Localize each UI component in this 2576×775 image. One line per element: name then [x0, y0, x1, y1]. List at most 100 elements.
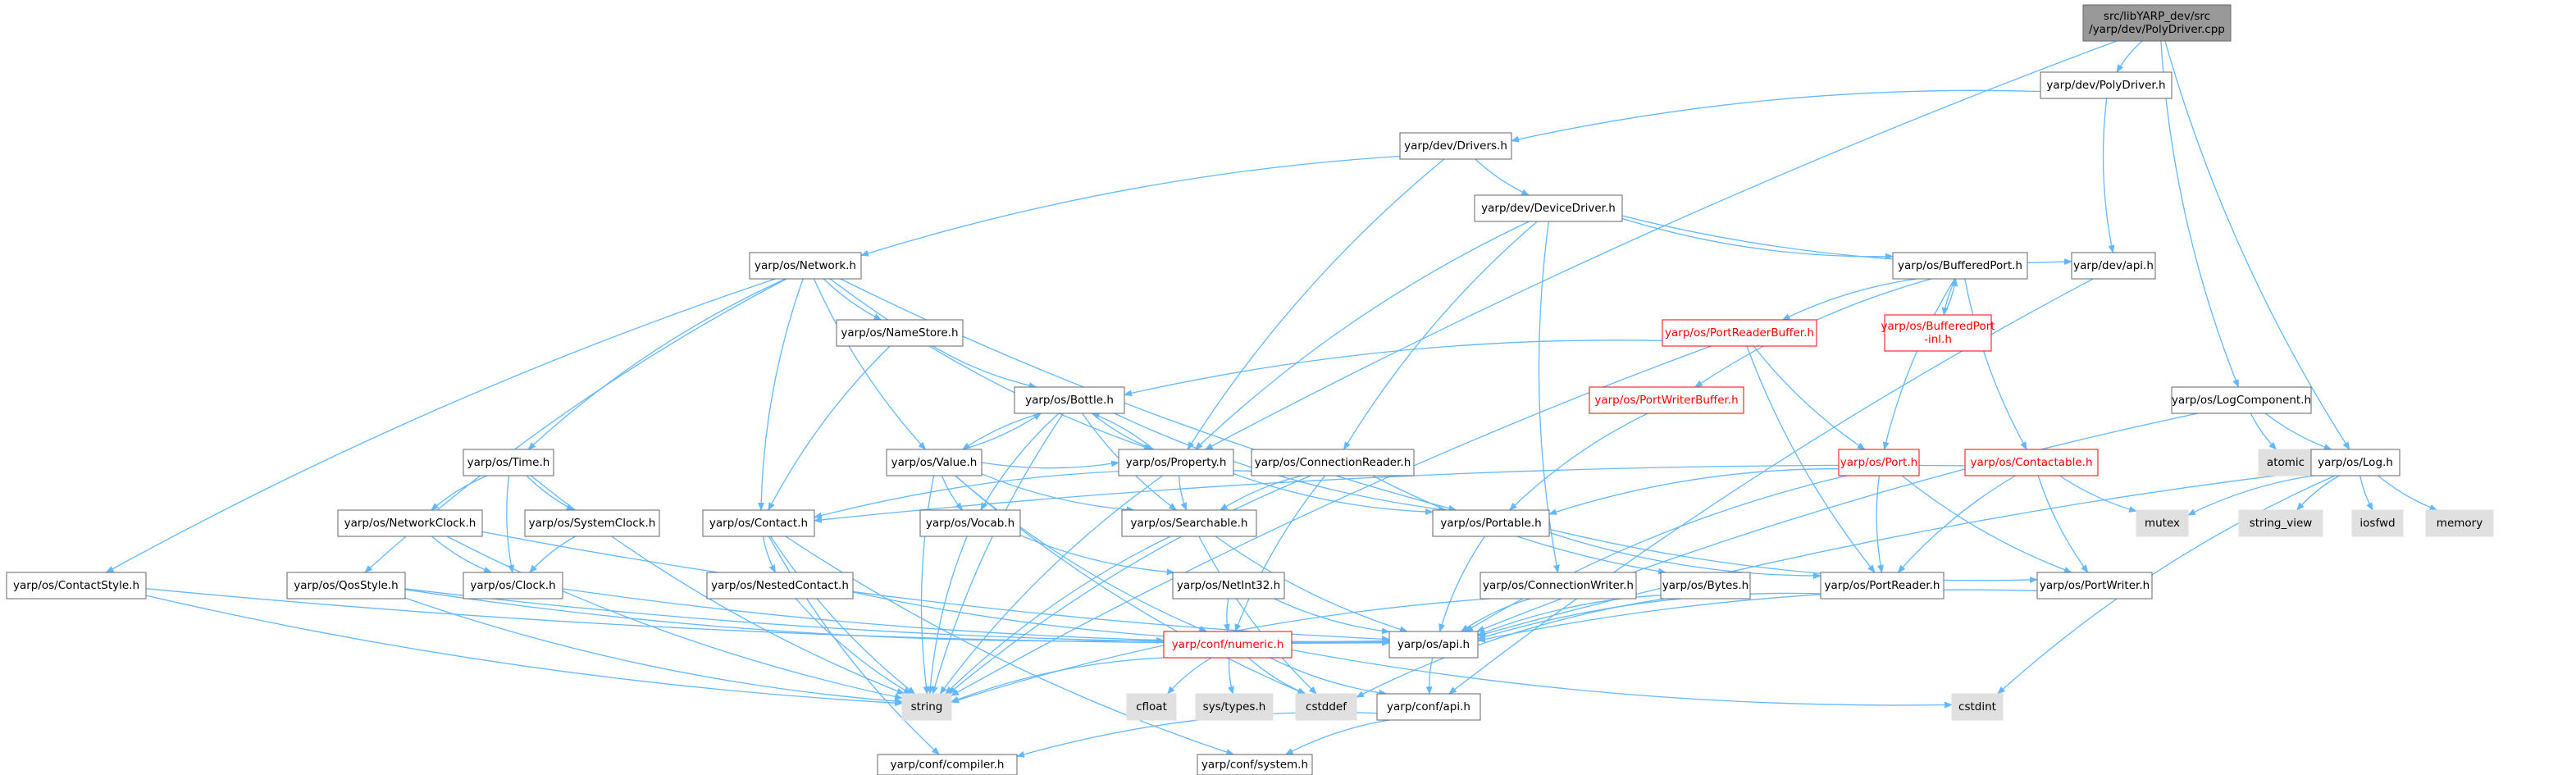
edge-portreaderbuffer_h-to-bottle_h — [1124, 340, 1663, 397]
edge-portreader_h-to-os_api_h — [1477, 592, 1821, 641]
node-connectionreader-h[interactable]: yarp/os/ConnectionReader.h — [1251, 449, 1415, 476]
node-compiler-h[interactable]: yarp/conf/compiler.h — [877, 754, 1018, 775]
node-atomic[interactable]: atomic — [2258, 449, 2314, 476]
node-string-view[interactable]: string_view — [2238, 509, 2323, 537]
node-box — [1126, 693, 1177, 721]
edge-connectionreader_h-to-searchable_h — [1219, 475, 1302, 511]
edge-searchable_h-to-string — [945, 536, 1171, 695]
node-string[interactable]: string — [901, 693, 952, 721]
node-box — [2036, 572, 2153, 599]
node-label: yarp/os/Property.h — [1126, 456, 1227, 469]
edge-vocab_h-to-string — [927, 536, 968, 695]
node-polydriver-h[interactable]: yarp/dev/PolyDriver.h — [2040, 71, 2173, 99]
node-label: cstddef — [1306, 700, 1347, 713]
node-box — [877, 754, 1018, 775]
node-logcomponent-h[interactable]: yarp/os/LogComponent.h — [2171, 386, 2312, 414]
edge-port_h-to-portable_h — [1548, 468, 1840, 515]
node-namestore-h[interactable]: yarp/os/NameStore.h — [836, 319, 964, 347]
node-netint32-h[interactable]: yarp/os/NetInt32.h — [1172, 572, 1285, 599]
node-bufferedport-inl-h[interactable]: yarp/os/BufferedPort-inl.h — [1881, 314, 1995, 352]
node-label: yarp/os/NetInt32.h — [1177, 579, 1280, 592]
node-box — [1388, 631, 1479, 659]
node-label: iosfwd — [2359, 517, 2395, 530]
node-vocab-h[interactable]: yarp/os/Vocab.h — [919, 509, 1021, 537]
edge-netint32_h-to-numeric_h — [1223, 598, 1230, 632]
edge-namestore_h-to-bottle_h — [932, 345, 1037, 389]
node-box — [463, 449, 554, 476]
node-bufferedport-h[interactable]: yarp/os/BufferedPort.h — [1892, 252, 2028, 280]
node-systypes-h[interactable]: sys/types.h — [1195, 693, 1274, 721]
node-portable-h[interactable]: yarp/os/Portable.h — [1432, 509, 1550, 537]
node-searchable-h[interactable]: yarp/os/Searchable.h — [1121, 509, 1257, 537]
node-label: memory — [2437, 517, 2483, 530]
node-numeric-h[interactable]: yarp/conf/numeric.h — [1163, 631, 1293, 659]
edge-log_h-to-os_api_h — [1477, 471, 2312, 637]
node-box — [1195, 693, 1274, 721]
node-box — [886, 449, 983, 476]
node-qosstyle-h[interactable]: yarp/os/QosStyle.h — [286, 572, 406, 599]
node-portwriter-h[interactable]: yarp/os/PortWriter.h — [2036, 572, 2153, 599]
node-bottle-h[interactable]: yarp/os/Bottle.h — [1014, 386, 1125, 414]
node-property-h[interactable]: yarp/os/Property.h — [1118, 449, 1234, 476]
node-cstdint[interactable]: cstdint — [1951, 693, 2004, 721]
node-label: src/libYARP_dev/src — [2104, 10, 2210, 23]
node-label: yarp/os/PortReaderBuffer.h — [1665, 326, 1814, 340]
edge-property_h-to-portable_h — [1233, 472, 1434, 516]
node-box — [1432, 509, 1550, 537]
node-box — [706, 572, 854, 599]
node-box — [524, 509, 660, 537]
node-label: yarp/os/ConnectionWriter.h — [1483, 579, 1634, 592]
edge-bottle_h-to-value_h — [961, 413, 1042, 450]
node-drivers-h[interactable]: yarp/dev/Drivers.h — [1399, 132, 1512, 160]
node-label: yarp/os/BufferedPort.h — [1898, 259, 2022, 272]
edge-network_h-to-time_h — [527, 278, 786, 450]
node-portreader-h[interactable]: yarp/os/PortReader.h — [1820, 572, 1945, 599]
node-dev-api-h[interactable]: yarp/dev/api.h — [2071, 252, 2156, 280]
edge-portwriter_h-to-os_api_h — [1477, 589, 2038, 643]
node-networkclock-h[interactable]: yarp/os/NetworkClock.h — [337, 509, 483, 537]
node-cfloat[interactable]: cfloat — [1126, 693, 1177, 721]
node-systemclock-h[interactable]: yarp/os/SystemClock.h — [524, 509, 660, 537]
node-label: yarp/conf/system.h — [1201, 759, 1308, 772]
node-mutex[interactable]: mutex — [2136, 509, 2189, 537]
node-contactstyle-h[interactable]: yarp/os/ContactStyle.h — [6, 572, 147, 599]
node-bytes-h[interactable]: yarp/os/Bytes.h — [1660, 572, 1751, 599]
node-root[interactable]: src/libYARP_dev/src/yarp/dev/PolyDriver.… — [2082, 4, 2232, 42]
node-clock-h[interactable]: yarp/os/Clock.h — [463, 572, 563, 599]
edge-contactable_h-to-mutex — [2059, 475, 2137, 513]
node-conf-api-h[interactable]: yarp/conf/api.h — [1376, 693, 1481, 721]
node-portwriterbuffer-h[interactable]: yarp/os/PortWriterBuffer.h — [1589, 386, 1744, 414]
node-contactable-h[interactable]: yarp/os/Contactable.h — [1964, 449, 2099, 476]
node-iosfwd[interactable]: iosfwd — [2351, 509, 2404, 537]
node-label: yarp/os/NameStore.h — [841, 326, 958, 340]
node-devicedriver-h[interactable]: yarp/dev/DeviceDriver.h — [1474, 194, 1623, 222]
node-label: yarp/os/Bottle.h — [1025, 394, 1114, 407]
node-port-h[interactable]: yarp/os/Port.h — [1838, 449, 1920, 476]
edge-nestedcontact_h-to-string — [795, 598, 912, 695]
node-layer: src/libYARP_dev/src/yarp/dev/PolyDriver.… — [6, 4, 2494, 775]
edge-contactstyle_h-to-string — [145, 595, 903, 707]
node-network-h[interactable]: yarp/os/Network.h — [749, 252, 862, 280]
edge-contactable_h-to-portwriter_h — [2037, 475, 2089, 573]
node-log-h[interactable]: yarp/os/Log.h — [2310, 449, 2400, 476]
node-box — [463, 572, 563, 599]
node-connectionwriter-h[interactable]: yarp/os/ConnectionWriter.h — [1479, 572, 1637, 599]
node-box — [1172, 572, 1285, 599]
node-value-h[interactable]: yarp/os/Value.h — [886, 449, 983, 476]
edge-numeric_h-to-cfloat — [1166, 657, 1212, 695]
edge-polydriver_h-to-drivers_h — [1511, 89, 2041, 143]
node-conf-system-h[interactable]: yarp/conf/system.h — [1197, 754, 1313, 775]
node-nestedcontact-h[interactable]: yarp/os/NestedContact.h — [706, 572, 854, 599]
node-memory[interactable]: memory — [2425, 509, 2494, 537]
node-contact-h[interactable]: yarp/os/Contact.h — [702, 509, 815, 537]
edge-namestore_h-to-contact_h — [768, 345, 891, 511]
node-portreaderbuffer-h[interactable]: yarp/os/PortReaderBuffer.h — [1662, 319, 1817, 347]
node-label: atomic — [2267, 456, 2305, 469]
node-os-api-h[interactable]: yarp/os/api.h — [1388, 631, 1479, 659]
edge-contact_h-to-string — [770, 536, 916, 695]
edge-network_h-to-value_h — [813, 278, 927, 450]
node-time-h[interactable]: yarp/os/Time.h — [463, 449, 554, 476]
node-label: yarp/os/Clock.h — [470, 579, 555, 592]
node-label: mutex — [2145, 517, 2180, 530]
node-cstddef[interactable]: cstddef — [1295, 693, 1357, 721]
